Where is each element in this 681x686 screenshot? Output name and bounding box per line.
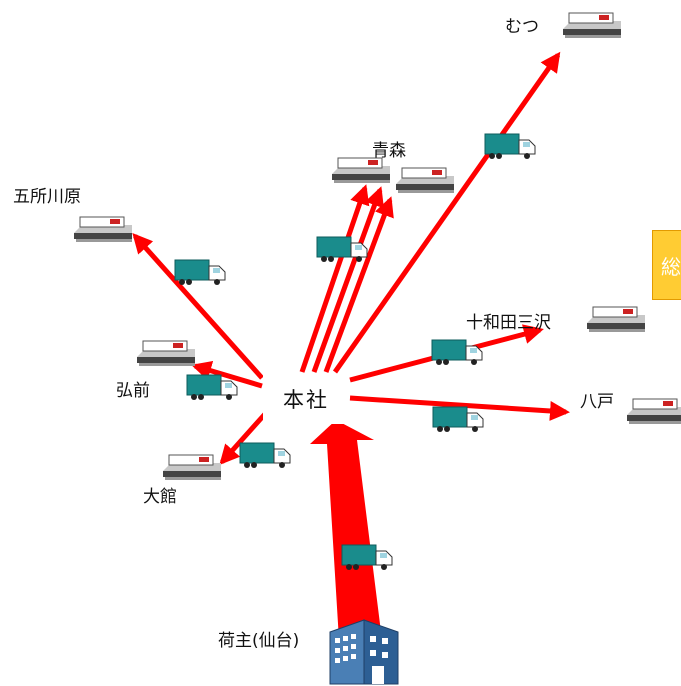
hub-label: 本社 [263,374,349,424]
truck-icon-aomori [317,237,367,262]
truck-icon-hachinohe [433,407,483,432]
warehouse-icon-towada [587,307,645,332]
truck-icon-towada [432,340,482,365]
label-towada: 十和田三沢 [466,308,551,333]
warehouse-icon-aomori-2 [396,168,454,193]
side-box-label: 総 [661,255,681,279]
label-mutsu: むつ [505,12,539,37]
label-goshogawara: 五所川原 [13,182,81,207]
warehouse-icon-mutsu [563,13,621,38]
warehouse-icon-goshogawara [74,217,132,242]
side-box: 総 [652,230,681,300]
origin-label: 荷主(仙台) [218,626,299,651]
warehouse-icon-aomori-1 [332,158,390,183]
truck-icon-goshogawara [175,260,225,285]
truck-icon-hirosaki [187,375,237,400]
truck-icon-odate [240,443,290,468]
warehouse-icon-odate [163,455,221,480]
label-odate: 大館 [143,482,177,507]
warehouse-icon-hachinohe [627,399,681,424]
label-aomori: 青森 [372,136,406,161]
building-icon [330,620,398,684]
label-hirosaki: 弘前 [116,376,150,401]
warehouse-icon-hirosaki [137,341,195,366]
label-hachinohe: 八戸 [580,387,614,412]
truck-icon-mutsu [485,134,535,159]
truck-icon-origin [342,545,392,570]
